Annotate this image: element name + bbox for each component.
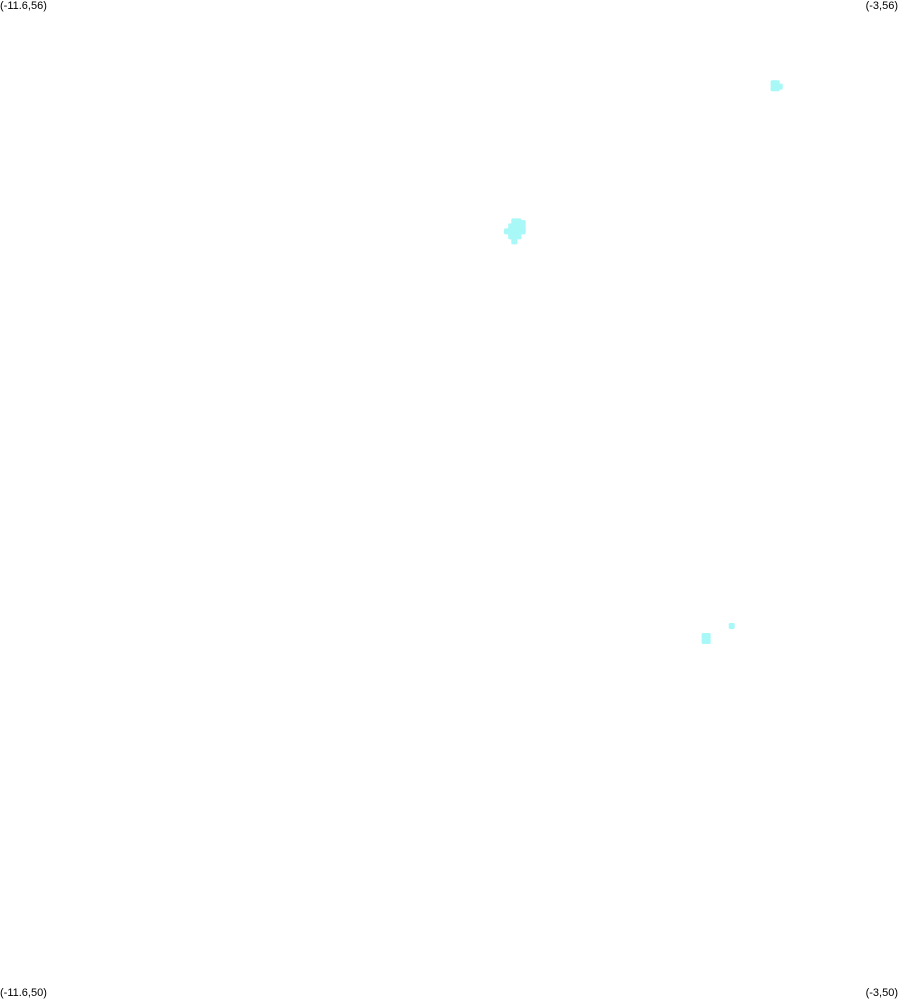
map-cell bbox=[519, 228, 526, 235]
corner-label-top-right: (-3,56) bbox=[865, 0, 898, 12]
south-east-cluster-b bbox=[728, 623, 735, 629]
corner-label-top-left: (-11.6,56) bbox=[0, 0, 47, 12]
map-cell bbox=[776, 83, 783, 90]
data-layer bbox=[504, 80, 783, 644]
corner-label-bottom-left: (-11.6,50) bbox=[0, 987, 47, 999]
central-cluster bbox=[504, 218, 526, 245]
map-cell bbox=[515, 233, 522, 240]
north-east-cluster bbox=[770, 80, 783, 92]
map-cell bbox=[511, 238, 518, 245]
corner-label-bottom-right: (-3,50) bbox=[865, 987, 898, 999]
map-cell bbox=[704, 633, 711, 639]
map-cell bbox=[728, 623, 735, 629]
south-east-cluster-a bbox=[701, 633, 711, 644]
map-cell bbox=[704, 638, 711, 644]
